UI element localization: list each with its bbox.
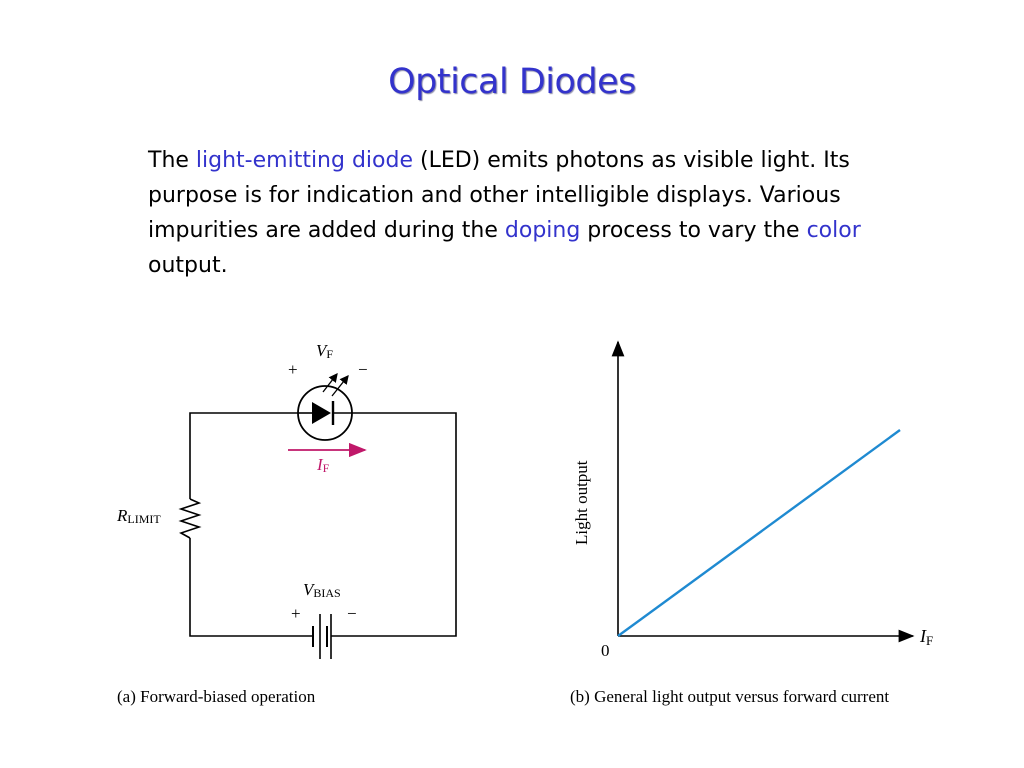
rlimit-label: RLIMIT xyxy=(116,506,161,526)
vf-plus-label: + xyxy=(288,360,298,379)
caption-a: (a) Forward-biased operation xyxy=(117,687,316,706)
keyword-color: color xyxy=(806,218,861,243)
vbias-plus-label: + xyxy=(291,604,301,623)
vf-minus-label: − xyxy=(358,360,368,379)
light-output-chart: 0 IF Light output (b) General light outp… xyxy=(570,340,933,706)
resistor-symbol xyxy=(178,498,202,539)
keyword-led: light-emitting diode xyxy=(195,148,413,173)
paragraph-text: (LED) emits photons as visible light. It… xyxy=(148,148,850,243)
slide-paragraph: The light-emitting diode (LED) emits pho… xyxy=(148,143,878,283)
vbias-label: VBIAS xyxy=(303,580,341,600)
x-axis-label: IF xyxy=(919,626,933,648)
led-symbol xyxy=(297,372,353,441)
battery-symbol xyxy=(312,614,332,659)
paragraph-text: The xyxy=(148,148,196,173)
paragraph-text: output. xyxy=(148,253,228,278)
slide-title: Optical Diodes xyxy=(388,62,636,102)
vf-label: VF xyxy=(316,341,333,361)
keyword-doping: doping xyxy=(504,218,581,243)
vbias-minus-label: − xyxy=(347,604,357,623)
if-label: IF xyxy=(316,455,330,475)
led-circuit: VF + − IF RLIMIT VBIAS + − (a) Forward-b… xyxy=(116,341,457,706)
circuit-wire xyxy=(189,412,457,637)
origin-label: 0 xyxy=(601,641,610,660)
paragraph-text: process to vary the xyxy=(580,218,807,243)
caption-b: (b) General light output versus forward … xyxy=(570,687,889,706)
y-axis-label: Light output xyxy=(572,460,591,545)
light-output-line xyxy=(617,429,901,637)
